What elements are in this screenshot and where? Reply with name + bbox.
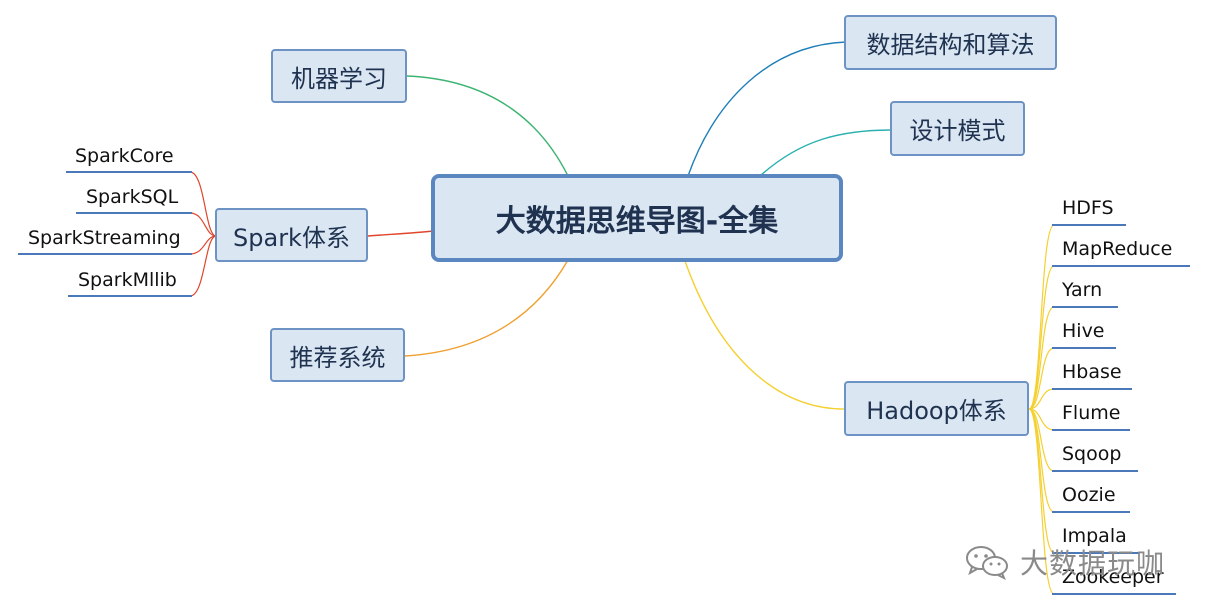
root-node[interactable]: 大数据思维导图-全集 xyxy=(431,174,843,262)
branch-ml xyxy=(406,75,569,177)
topic-label: 机器学习 xyxy=(291,64,387,93)
watermark: 大数据玩咖 xyxy=(964,542,1165,582)
spark-sub-3 xyxy=(189,235,217,297)
hadoop-sub-8 xyxy=(1028,408,1055,554)
hadoop-sub-branches xyxy=(1028,224,1055,595)
hadoop-child-zookeeper[interactable]: Zookeeper xyxy=(1062,566,1164,588)
topic-label: 设计模式 xyxy=(909,117,1006,145)
hadoop-child-hbase[interactable]: Hbase xyxy=(1062,361,1122,383)
hadoop-child-sqoop[interactable]: Sqoop xyxy=(1062,443,1122,465)
topic-machine-learning[interactable]: 机器学习 xyxy=(271,49,407,103)
hadoop-sub-9 xyxy=(1028,408,1055,595)
hadoop-child-flume[interactable]: Flume xyxy=(1062,402,1121,424)
hadoop-sub-1 xyxy=(1028,265,1055,410)
hadoop-sub-6 xyxy=(1028,408,1055,472)
hadoop-child-hdfs[interactable]: HDFS xyxy=(1062,197,1114,219)
hadoop-sub-3 xyxy=(1028,347,1055,410)
topic-spark[interactable]: Spark体系 xyxy=(215,208,368,262)
hadoop-sub-7 xyxy=(1028,408,1055,513)
spark-child-sparksql[interactable]: SparkSQL xyxy=(86,186,179,208)
hadoop-sub-4 xyxy=(1028,388,1055,410)
branch-design xyxy=(759,129,893,177)
spark-child-sparkstreaming[interactable]: SparkStreaming xyxy=(28,227,181,249)
topic-label: Spark体系 xyxy=(233,223,350,252)
topic-label: Hadoop体系 xyxy=(866,397,1007,425)
hadoop-child-hive[interactable]: Hive xyxy=(1062,320,1105,342)
branch-ds xyxy=(687,41,847,177)
spark-child-sparkcore[interactable]: SparkCore xyxy=(75,145,174,167)
topic-hadoop[interactable]: Hadoop体系 xyxy=(844,381,1029,436)
hadoop-child-mapreduce[interactable]: MapReduce xyxy=(1062,238,1173,260)
branch-rec xyxy=(404,259,569,357)
hadoop-child-oozie[interactable]: Oozie xyxy=(1062,484,1116,506)
topic-label: 推荐系统 xyxy=(289,343,386,372)
watermark-text: 大数据玩咖 xyxy=(1020,547,1166,580)
spark-child-sparkmllib[interactable]: SparkMllib xyxy=(78,269,177,291)
wechat-icon xyxy=(966,546,1008,580)
hadoop-child-yarn[interactable]: Yarn xyxy=(1062,279,1103,301)
spark-sub-1 xyxy=(189,212,217,237)
branch-hadoop xyxy=(684,260,847,410)
hadoop-child-impala[interactable]: Impala xyxy=(1062,525,1127,547)
topic-design-patterns[interactable]: 设计模式 xyxy=(890,101,1025,156)
hadoop-sub-2 xyxy=(1028,306,1055,410)
spark-sub-0 xyxy=(189,171,217,237)
topic-recommendation[interactable]: 推荐系统 xyxy=(270,328,405,382)
topic-data-structures[interactable]: 数据结构和算法 xyxy=(844,15,1057,70)
hadoop-sub-0 xyxy=(1028,224,1055,410)
topic-label: 数据结构和算法 xyxy=(866,31,1035,59)
root-label: 大数据思维导图-全集 xyxy=(495,204,779,239)
branch-spark xyxy=(367,230,434,237)
